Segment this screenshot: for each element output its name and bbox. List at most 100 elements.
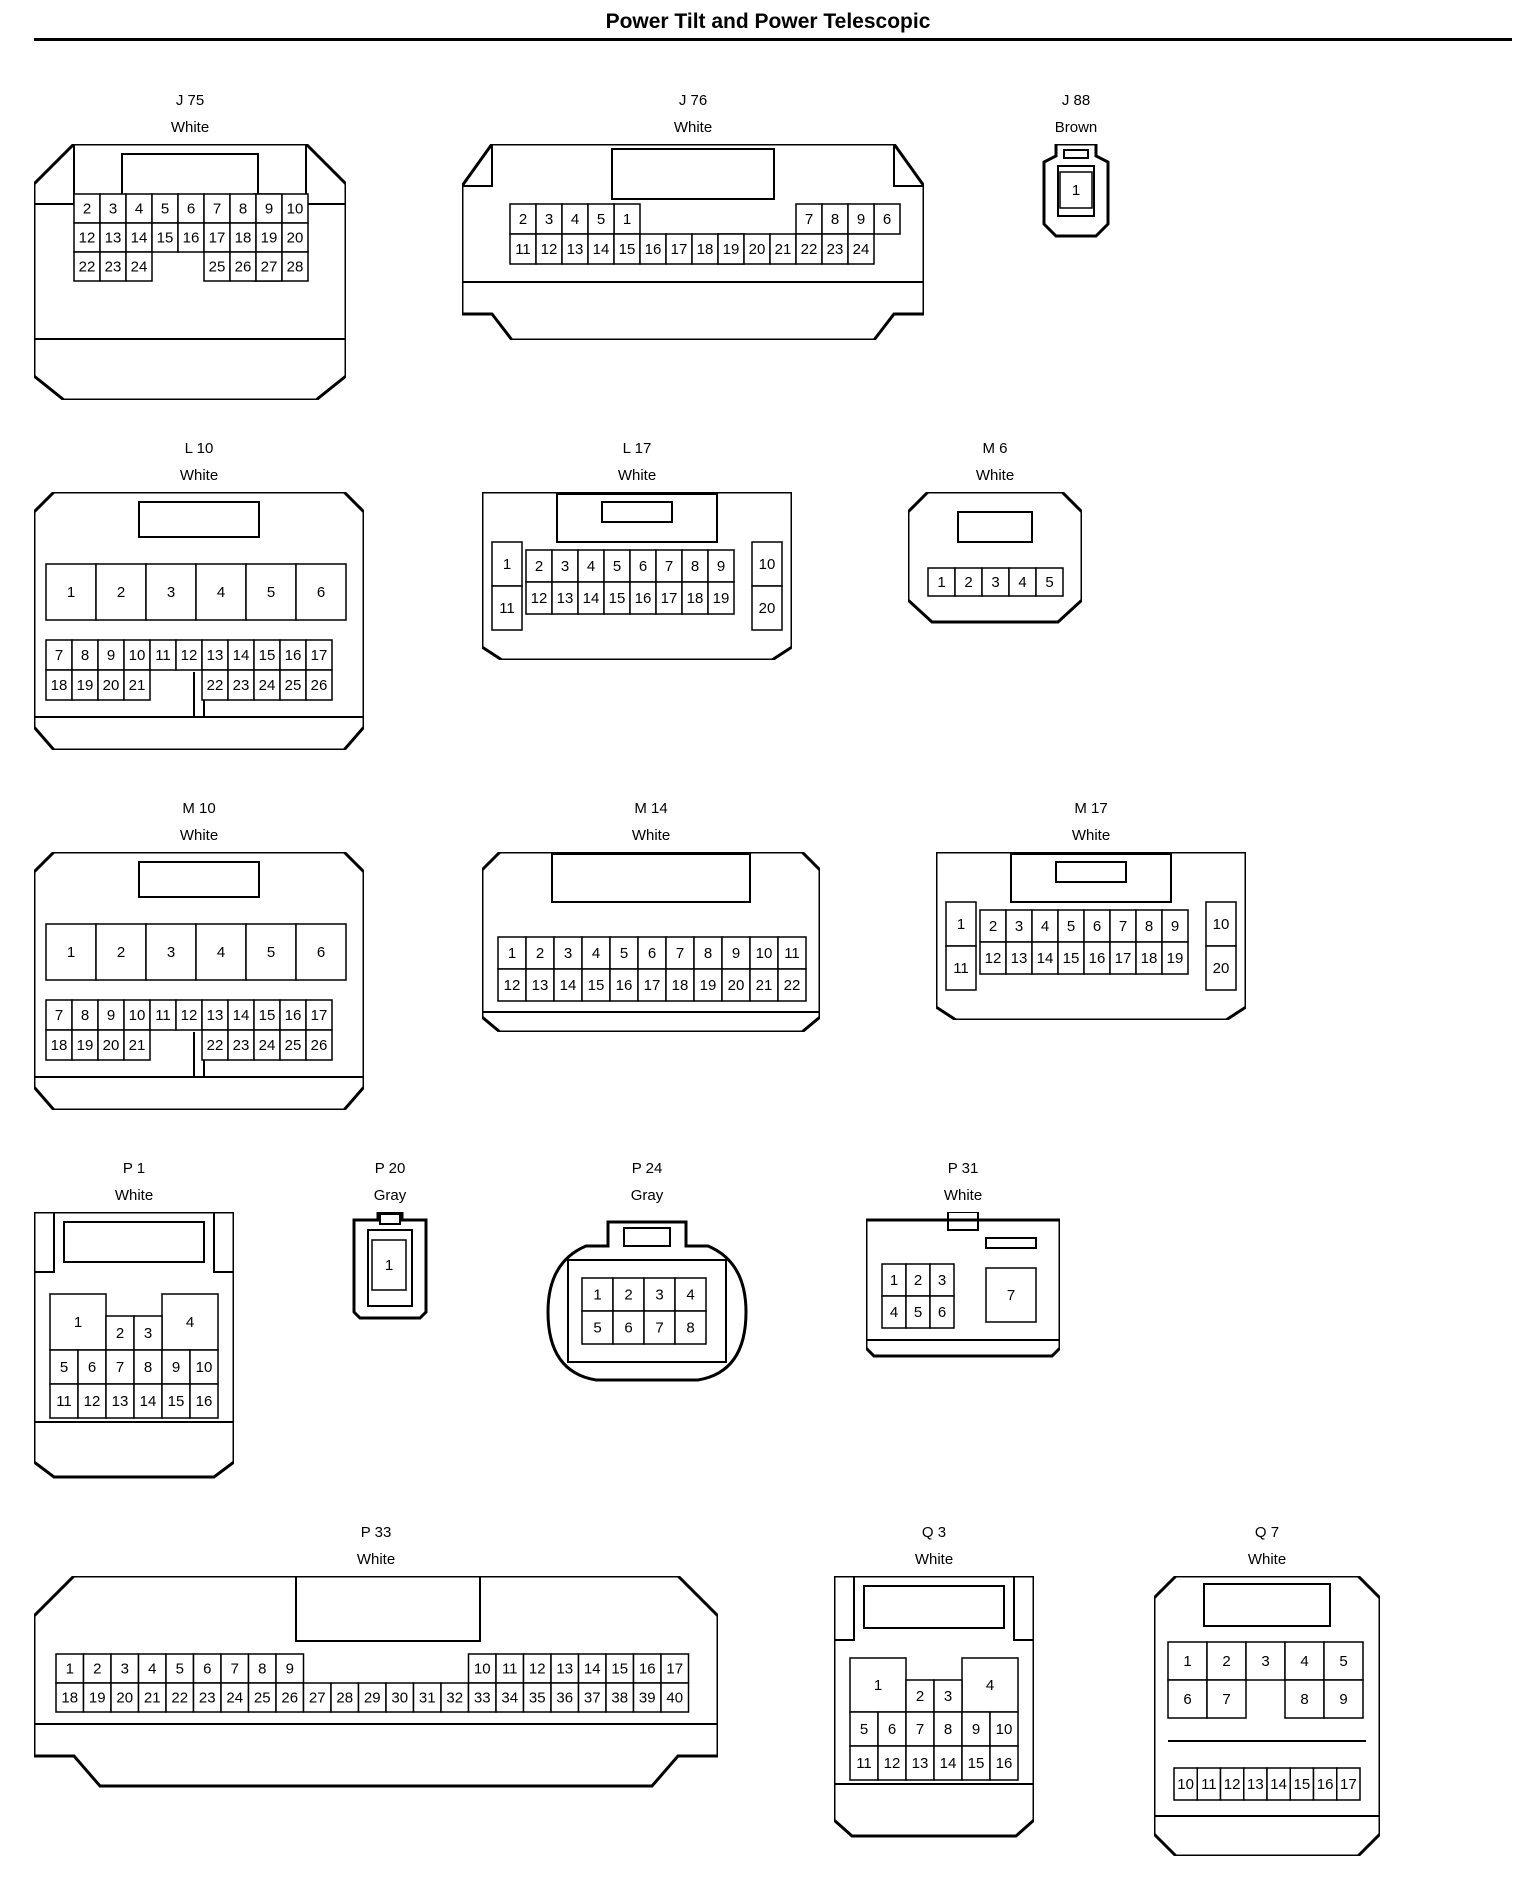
pin-cavity: 18 [45, 669, 73, 701]
pin-number: 13 [567, 241, 584, 258]
pin-number: 22 [207, 677, 224, 694]
pin-cavity: 16 [1312, 1767, 1338, 1801]
connector-outline [1042, 144, 1110, 238]
pin-cavity: 10 [1173, 1767, 1198, 1801]
connector-color: Gray [373, 1187, 407, 1204]
pin-number: 8 [1145, 918, 1153, 935]
pin-cavity: 2 [905, 1263, 931, 1297]
pin-number: 14 [140, 1393, 157, 1410]
connector-id: P 33 [360, 1524, 392, 1541]
pin-cavity: 11 [945, 945, 977, 991]
pin-cavity: 1 [927, 567, 956, 597]
pin-cavity: 26 [229, 251, 257, 282]
pin-number: 40 [666, 1690, 683, 1707]
pin-number: 1 [67, 584, 75, 601]
pin-cavity: 14 [227, 999, 255, 1031]
pin-number: 5 [60, 1359, 68, 1376]
pin-number: 4 [686, 1287, 694, 1304]
pin-number: 21 [129, 677, 146, 694]
pin-number: 13 [912, 1755, 929, 1772]
pin-cavity: 6 [877, 1711, 907, 1747]
pin-cavity: 25 [203, 251, 231, 282]
pin-cavity: 29 [357, 1682, 387, 1713]
pin-cavity: 7 [795, 203, 823, 235]
pin-cavity: 9 [1161, 909, 1189, 943]
pin-cavity: 13 [99, 222, 127, 253]
pin-cavity: 25 [279, 1029, 307, 1061]
pin-cavity: 14 [133, 1383, 163, 1419]
pin-cavity: 24 [253, 1029, 281, 1061]
pin-number: 7 [1222, 1691, 1230, 1708]
pin-cavity: 15 [603, 581, 631, 615]
pin-number: 20 [749, 241, 766, 258]
pin-number: 12 [181, 647, 198, 664]
pin-number: 25 [209, 259, 226, 276]
pin-cavity: 6 [295, 563, 347, 621]
connector-detail [138, 501, 260, 538]
pin-cavity: 16 [639, 233, 667, 265]
pin-cavity: 9 [721, 936, 751, 970]
connector-outline [1154, 1576, 1380, 1856]
pin-number: 21 [775, 241, 792, 258]
pin-number: 2 [83, 201, 91, 218]
pin-number: 10 [1177, 1776, 1194, 1793]
pin-number: 5 [1045, 574, 1053, 591]
connector-id: P 1 [122, 1160, 146, 1177]
pin-cavity: 7 [665, 936, 695, 970]
pin-number: 5 [914, 1304, 922, 1321]
pin-number: 13 [207, 1007, 224, 1024]
pin-cavity: 17 [1109, 941, 1137, 975]
pin-number: 10 [129, 1007, 146, 1024]
pin-cavity: 18 [691, 233, 719, 265]
pin-number: 11 [784, 945, 800, 962]
pin-number: 1 [503, 556, 511, 573]
pin-number: 17 [666, 1661, 683, 1678]
connector-detail [1057, 165, 1095, 217]
pin-cavity: 7 [1206, 1679, 1247, 1719]
pin-number: 24 [131, 259, 148, 276]
pin-number: 13 [556, 1661, 573, 1678]
pin-cavity: 11 [149, 639, 177, 671]
pin-cavity: 16 [279, 639, 307, 671]
pin-cavity: 7 [985, 1267, 1037, 1323]
connector-body: 1 [352, 1212, 428, 1320]
pin-cavity: 23 [821, 233, 849, 265]
pin-cavity: 22 [165, 1682, 195, 1713]
pin-number: 5 [267, 584, 275, 601]
pin-number: 21 [756, 977, 773, 994]
pin-cavity: 15 [151, 222, 179, 253]
pin-number: 1 [385, 1257, 393, 1274]
pin-cavity: 3 [933, 1679, 963, 1713]
pin-cavity: 15 [581, 968, 611, 1002]
pin-cavity: 15 [1057, 941, 1085, 975]
pin-number: 2 [117, 584, 125, 601]
pin-number: 6 [203, 1661, 211, 1678]
pin-cavity: 21 [749, 968, 779, 1002]
pin-number: 10 [756, 945, 773, 962]
pin-cavity: 16 [609, 968, 639, 1002]
connector-outline [34, 1212, 234, 1479]
pin-cavity: 6 [1167, 1679, 1208, 1719]
pin-number: 5 [267, 944, 275, 961]
pin-number: 9 [1339, 1691, 1347, 1708]
pin-number: 25 [285, 677, 302, 694]
pin-cavity: 12 [77, 1383, 107, 1419]
pin-number: 15 [259, 647, 276, 664]
connector-color: White [170, 119, 210, 136]
pin-number: 4 [186, 1314, 194, 1331]
pin-cavity: 1 [497, 936, 527, 970]
pin-cavity: 2 [979, 909, 1007, 943]
pin-number: 3 [144, 1325, 152, 1342]
pin-number: 39 [639, 1690, 656, 1707]
connector-color: White [179, 467, 219, 484]
connector-j75: J 75 White 11121212223132341424515616717… [34, 92, 346, 402]
pin-number: 4 [592, 945, 600, 962]
pin-cavity: 6 [873, 203, 901, 235]
pin-number: 16 [1089, 950, 1106, 967]
pin-cavity: 1 [1059, 171, 1093, 209]
pin-number: 3 [1015, 918, 1023, 935]
